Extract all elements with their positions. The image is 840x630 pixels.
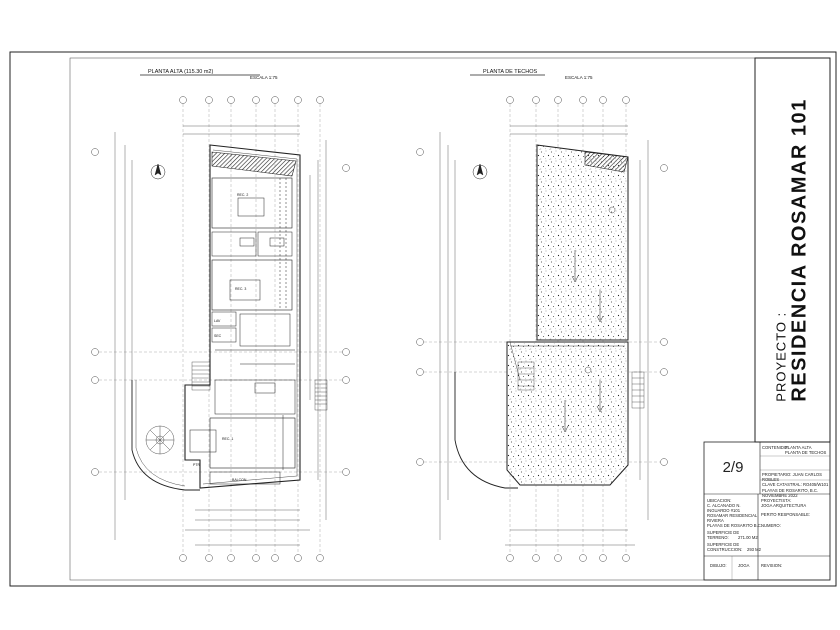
perito-responsable: PERITO RESPONSABLE: — [761, 512, 811, 517]
left-plan-title: PLANTA ALTA (115.30 m2) — [148, 69, 213, 75]
left-plan-scale: ESCALA 1:75 — [250, 75, 278, 80]
room-label-rec3: REC. 3 — [235, 287, 246, 291]
superficie-terreno: SUPERFICIE DE TERRENO: 271.00 M2 — [707, 530, 758, 540]
title-block — [703, 441, 831, 581]
contenido-value: PLANTA ALTA PLANTA DE TECHOS — [785, 445, 827, 455]
dibujo-label: DIBUJO: — [710, 563, 727, 568]
sheet-number: 2/9 — [722, 458, 744, 476]
room-label-sec: SEC — [214, 334, 222, 338]
revision: REVISION: — [761, 563, 783, 568]
project-name: RESIDENCIA ROSAMAR 101 — [789, 98, 812, 402]
sheet-border — [9, 51, 837, 587]
project-label: PROYECTO : — [774, 311, 790, 402]
fecha-lugar: PLAYAS DE ROSARITO, B.C. NOVIEMBRE 2022 — [762, 488, 819, 498]
room-label-rec2: REC. 2 — [237, 193, 248, 197]
room-label-rec1: REC. 1 — [222, 437, 233, 441]
clave-catastral: CLAVE CATASTRAL: RO405/W101 — [762, 482, 829, 487]
plan-planta-techos — [416, 74, 668, 562]
ubicacion: UBICACION: C. ALCANADO N. INGUARDO #101 … — [707, 498, 762, 528]
plan-planta-alta — [91, 74, 350, 562]
contenido-label: CONTENIDO: — [762, 445, 789, 450]
project-title-block: PROYECTO : RESIDENCIA ROSAMAR 101 — [758, 60, 828, 440]
numero: NUMERO: — [761, 523, 781, 528]
room-label-lav: LAV — [214, 319, 221, 323]
room-label-balcon: BALCON — [232, 478, 247, 482]
room-label-ptr: PTR — [193, 463, 200, 467]
superficie-construccion: SUPERFICIE DE CONSTRUCCION: 293 M2 — [707, 542, 761, 552]
proyectista: PROYECTISTA: JOGA ARQUITECTURA — [761, 498, 807, 508]
propietario: PROPIETARIO: JUAN CARLOS ROBLES — [762, 472, 822, 482]
right-plan-scale: ESCALA 1:75 — [565, 75, 593, 80]
right-plan-title: PLANTA DE TECHOS — [483, 69, 538, 75]
dibujo-value: JOGA — [738, 563, 750, 568]
